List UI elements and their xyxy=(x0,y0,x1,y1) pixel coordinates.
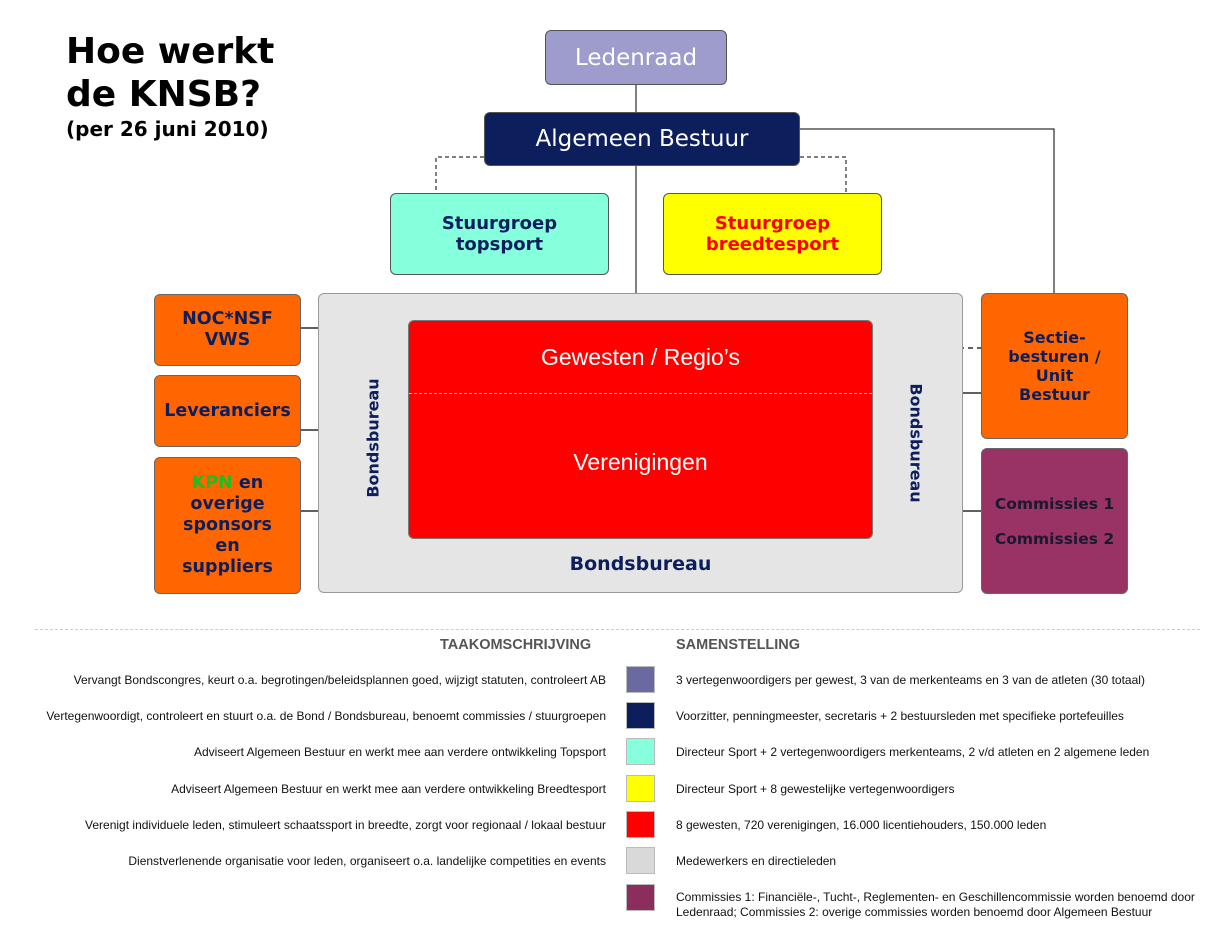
legend-divider xyxy=(35,629,1200,630)
bondsbureau-label-bottom: Bondsbureau xyxy=(569,553,712,575)
legend-task: Verenigt individuele leden, stimuleert s… xyxy=(85,818,606,832)
legend-task: Dienstverlenende organisatie voor leden,… xyxy=(128,854,606,868)
algemeen-bestuur-box: Algemeen Bestuur xyxy=(484,112,800,166)
legend-composition: Directeur Sport + 2 vertegenwoordigers m… xyxy=(676,745,1150,759)
legend-task: Vertegenwoordigt, controleert en stuurt … xyxy=(46,709,606,723)
sectiebesturen-box: Sectie- besturen / Unit Bestuur xyxy=(981,293,1128,439)
legend-swatch xyxy=(626,738,655,765)
page-subtitle: (per 26 juni 2010) xyxy=(66,117,269,141)
legend-composition: 8 gewesten, 720 verenigingen, 16.000 lic… xyxy=(676,818,1047,832)
gewesten-verenigingen-box: Gewesten / Regio’s Verenigingen xyxy=(408,320,873,539)
legend-composition: Medewerkers en directieleden xyxy=(676,854,837,868)
leveranciers-box: Leveranciers xyxy=(154,375,301,447)
legend-composition: Commissies 1: Financiële-, Tucht-, Regle… xyxy=(676,890,1195,919)
line-ab-breedtesport xyxy=(800,156,847,193)
bondsbureau-label-right: Bondsbureau xyxy=(906,383,926,503)
legend-composition: 3 vertegenwoordigers per gewest, 3 van d… xyxy=(676,673,1145,687)
legend-header-task: TAAKOMSCHRIJVING xyxy=(440,637,592,653)
legend-task: Adviseert Algemeen Bestuur en werkt mee … xyxy=(193,745,606,759)
kpn-sponsors-box: KPN en overige sponsors en suppliers xyxy=(154,457,301,594)
line-ab-sectie xyxy=(800,128,1055,293)
legend-task: Adviseert Algemeen Bestuur en werkt mee … xyxy=(171,782,606,796)
stuurgroep-breedtesport-box: Stuurgroep breedtesport xyxy=(663,193,882,275)
legend-swatch xyxy=(626,847,655,874)
verenigingen-label: Verenigingen xyxy=(573,448,708,475)
commissies-box: Commissies 1 Commissies 2 xyxy=(981,448,1128,594)
bondsbureau-label-left: Bondsbureau xyxy=(363,378,383,498)
legend-swatch xyxy=(626,702,655,729)
legend-composition: Directeur Sport + 8 gewestelijke vertege… xyxy=(676,782,955,796)
legend-swatch xyxy=(626,884,655,911)
line-ab-topsport xyxy=(435,156,484,193)
legend-task: Vervangt Bondscongres, keurt o.a. begrot… xyxy=(73,673,606,687)
kpn-logo-text: KPN xyxy=(191,473,233,493)
legend-swatch xyxy=(626,666,655,693)
legend-composition: Voorzitter, penningmeester, secretaris +… xyxy=(676,709,1124,723)
gewesten-label: Gewesten / Regio’s xyxy=(409,321,872,394)
ledenraad-box: Ledenraad xyxy=(545,30,727,85)
stuurgroep-topsport-box: Stuurgroep topsport xyxy=(390,193,609,275)
legend-swatch xyxy=(626,811,655,838)
noc-nsf-box: NOC*NSF VWS xyxy=(154,294,301,366)
page-title: Hoe werkt de KNSB? xyxy=(66,31,275,115)
legend-header-composition: SAMENSTELLING xyxy=(676,637,801,653)
legend-swatch xyxy=(626,775,655,802)
